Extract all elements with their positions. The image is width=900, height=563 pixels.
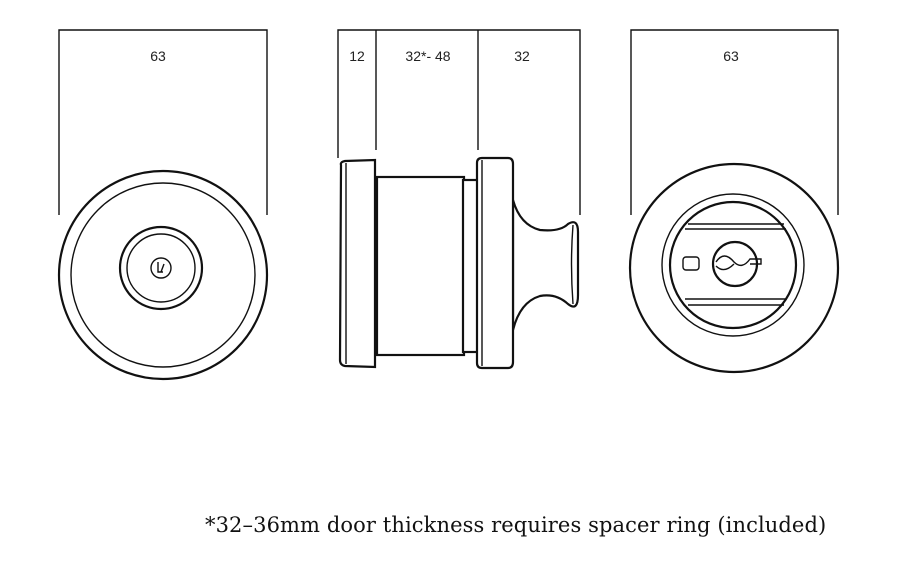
- footnote: *32–36mm door thickness requires spacer …: [205, 513, 827, 537]
- outer-rose-depth-label: 12: [349, 48, 365, 64]
- door-thickness-label: 32*- 48: [405, 48, 450, 64]
- back-view-dimension: 63: [630, 29, 839, 215]
- back-width-label: 63: [723, 48, 739, 64]
- side-view-dimensions: 12 32*- 48 32: [337, 29, 581, 215]
- back-view-thumbturn-side: [628, 162, 840, 374]
- knob-depth-label: 32: [514, 48, 530, 64]
- keyhole-icon: [150, 257, 172, 279]
- front-view-dimension: 63: [58, 29, 268, 215]
- side-view: [338, 156, 580, 370]
- indicator-window: [682, 256, 700, 271]
- front-width-label: 63: [150, 48, 166, 64]
- front-view-keyed-side: [57, 169, 269, 381]
- key-symbol-icon: [715, 255, 762, 271]
